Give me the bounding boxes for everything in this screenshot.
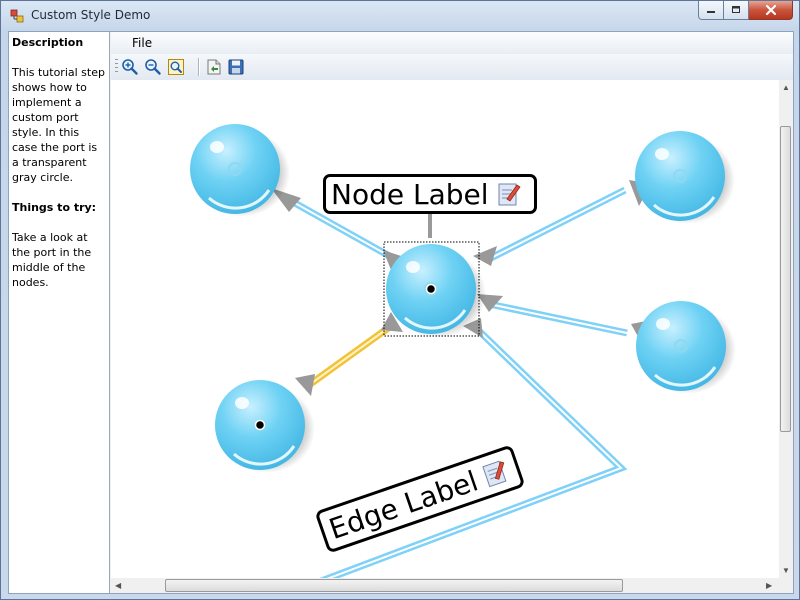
maximize-button[interactable] [724,1,749,20]
graph-drawing[interactable] [111,80,779,578]
description-body: This tutorial step shows how to implemen… [12,66,105,184]
fit-content-icon[interactable] [167,58,185,76]
window-controls [698,1,793,21]
edit-label-icon [482,460,507,488]
minimize-icon [707,11,715,13]
app-icon [10,9,24,23]
vertical-scroll-thumb[interactable] [780,126,791,432]
graph-panel: File [111,32,793,593]
vertical-scrollbar[interactable]: ▲ ▼ [779,80,793,578]
edge-top-left[interactable] [291,198,395,262]
close-button[interactable] [749,1,793,20]
toolbar [111,54,793,80]
node-bottom-left[interactable] [215,380,315,473]
scroll-up-icon[interactable]: ▲ [782,83,790,92]
minimize-button[interactable] [698,1,724,20]
title-bar[interactable]: Custom Style Demo [1,1,799,31]
description-panel: Description This tutorial step shows how… [9,32,110,593]
maximize-icon [732,6,740,13]
things-to-try-body: Take a look at the port in the middle of… [12,231,92,289]
scroll-left-icon[interactable]: ◀ [115,581,122,590]
horizontal-scroll-thumb[interactable] [165,579,623,592]
menu-bar: File [111,32,793,54]
edge-bend-path[interactable] [271,325,628,578]
scrollbar-corner [779,578,793,593]
edit-label-icon [498,183,521,206]
graph-canvas[interactable]: Node Label Edge Label [111,80,779,578]
zoom-out-icon[interactable] [144,58,162,76]
scroll-down-icon[interactable]: ▼ [782,566,790,575]
edge-label[interactable]: Edge Label [314,444,526,554]
node-label[interactable]: Node Label [323,174,537,214]
toolbar-separator [198,58,199,76]
window-title: Custom Style Demo [31,8,151,22]
save-icon[interactable] [227,58,245,76]
menu-file[interactable]: File [132,36,153,50]
open-icon[interactable] [205,58,223,76]
node-top-left[interactable] [190,124,290,217]
toolbar-grip[interactable] [115,59,118,75]
edge-bottom-left[interactable] [306,323,394,388]
description-heading: Description [12,36,84,49]
node-right[interactable] [636,301,736,394]
edge-right[interactable] [488,300,628,337]
edge-top-right[interactable] [485,186,627,264]
node-label-text: Node Label [331,177,489,211]
zoom-in-icon[interactable] [121,58,139,76]
node-center-selected[interactable] [383,241,486,338]
node-top-right[interactable] [635,131,735,224]
scroll-right-icon[interactable]: ▶ [766,581,773,590]
horizontal-scrollbar[interactable]: ◀ ▶ [111,578,779,593]
client-area: Description This tutorial step shows how… [8,31,794,594]
selection-box [383,241,480,337]
graph-edges [271,186,628,578]
things-to-try-heading: Things to try: [12,201,97,214]
close-icon [765,4,776,16]
